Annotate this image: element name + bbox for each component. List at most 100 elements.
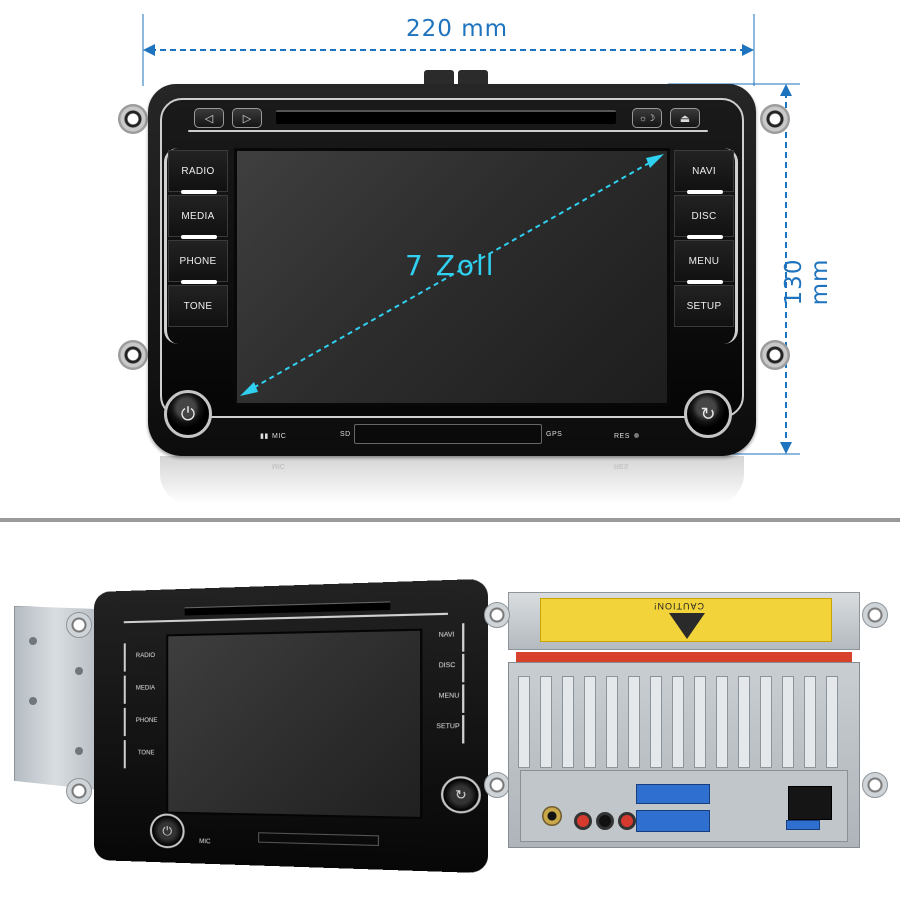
section-divider [0, 518, 900, 522]
angled-disc-label: DISC [439, 663, 456, 670]
angled-media-label: MEDIA [136, 685, 155, 691]
heatsink-fin [518, 676, 530, 768]
mount-ear-bottom-left [118, 340, 148, 370]
angled-nav-knob: ↻ [441, 776, 481, 814]
rear-mount-ear [484, 602, 510, 628]
rca-red-left [574, 812, 592, 830]
mount-ear-bottom-right [760, 340, 790, 370]
head-unit-angled: RADIO MEDIA PHONE TONE NAVI DISC MENU SE… [94, 579, 488, 874]
chrome-strip [188, 130, 708, 132]
radio-button[interactable]: RADIO [168, 150, 228, 192]
mount-ear-top-right [760, 104, 790, 134]
eject-button[interactable]: ⏏ [670, 108, 700, 128]
angled-mic-label: MIC [199, 839, 210, 845]
next-button[interactable]: ▷ [232, 108, 262, 128]
tone-button[interactable]: TONE [168, 285, 228, 327]
blue-connector-bottom [636, 810, 710, 832]
caution-sticker: CAUTION! [540, 598, 832, 642]
setup-button-label: SETUP [687, 301, 722, 312]
heatsink-fin [826, 676, 838, 768]
heatsink-fin [562, 676, 574, 768]
heatsink-fin [650, 676, 662, 768]
power-volume-knob[interactable]: ⏻ [164, 390, 212, 438]
reflection-mic: MIC [272, 462, 285, 469]
angled-screen [166, 629, 422, 820]
angled-navi-label: NAVI [439, 632, 455, 639]
gps-label: GPS [546, 431, 562, 438]
prev-button[interactable]: ◁ [194, 108, 224, 128]
rear-mount-ear [484, 772, 510, 798]
reflection-res: RES [614, 462, 628, 469]
angled-setup-label: SETUP [436, 724, 459, 731]
mic-icon: ▮▮ [260, 432, 269, 440]
blue-connector-small [786, 820, 820, 830]
disc-button-label: DISC [691, 211, 716, 222]
reflection [160, 456, 744, 504]
warning-triangle-icon [669, 613, 705, 639]
angled-phone-label: PHONE [136, 718, 158, 724]
angled-disc-slot [185, 601, 391, 615]
res-label: RES [614, 433, 630, 440]
side-mount-ear [66, 612, 92, 638]
button-divider [181, 235, 217, 239]
tone-button-label: TONE [184, 301, 213, 312]
heatsink-fin [782, 676, 794, 768]
rca-red-right [618, 812, 636, 830]
height-label: 130 mm [781, 237, 833, 327]
chassis-hole [29, 697, 37, 705]
button-divider [181, 280, 217, 284]
mount-ear-top-left [118, 104, 148, 134]
angled-sd-slot [258, 832, 379, 846]
head-unit-front: ◁ ▷ ☼☽ ⏏ RADIO MEDIA PHONE TONE NAVI DIS… [148, 84, 756, 456]
chassis-hole [75, 747, 83, 755]
rear-mount-ear [862, 772, 888, 798]
button-divider [687, 235, 723, 239]
disc-slot [276, 110, 616, 124]
button-divider [181, 190, 217, 194]
heatsink-fin [694, 676, 706, 768]
media-button-label: MEDIA [181, 211, 214, 222]
heatsink-fin [606, 676, 618, 768]
button-divider [687, 190, 723, 194]
chassis-hole [75, 667, 83, 675]
side-mount-ear [66, 778, 92, 804]
caution-text: CAUTION! [653, 601, 704, 611]
button-divider [687, 280, 723, 284]
menu-button[interactable]: MENU [674, 240, 734, 282]
reset-hole[interactable] [634, 433, 639, 438]
rca-black [596, 812, 614, 830]
disc-button[interactable]: DISC [674, 195, 734, 237]
brightness-button[interactable]: ☼☽ [632, 108, 662, 128]
angled-chrome-strip [124, 613, 448, 624]
angled-power-knob: ⏻ [150, 813, 185, 849]
phone-button[interactable]: PHONE [168, 240, 228, 282]
navigation-knob[interactable]: ↻ [684, 390, 732, 438]
rear-mount-ear [862, 602, 888, 628]
angled-radio-label: RADIO [136, 653, 155, 659]
heatsink-fin [584, 676, 596, 768]
heatsink-fin [716, 676, 728, 768]
heatsink-fin [540, 676, 552, 768]
phone-button-label: PHONE [179, 256, 216, 267]
heatsink-fin [804, 676, 816, 768]
heatsink-fin [738, 676, 750, 768]
antenna-socket [542, 806, 562, 826]
heatsink-fin [672, 676, 684, 768]
sd-label: SD [340, 431, 351, 438]
angled-menu-label: MENU [439, 693, 460, 700]
radio-button-label: RADIO [181, 166, 214, 177]
navi-button-label: NAVI [692, 166, 716, 177]
width-label: 220 mm [406, 16, 508, 42]
media-button[interactable]: MEDIA [168, 195, 228, 237]
black-connector [788, 786, 832, 820]
mic-label: MIC [272, 433, 286, 440]
menu-button-label: MENU [689, 256, 720, 267]
screen-size-label: 7 Zoll [405, 249, 496, 282]
display-screen[interactable]: 7 Zoll [234, 148, 670, 406]
sd-card-slot[interactable] [354, 424, 542, 444]
blue-connector-top [636, 784, 710, 804]
setup-button[interactable]: SETUP [674, 285, 734, 327]
heatsink-fin [628, 676, 640, 768]
angled-tone-label: TONE [138, 750, 155, 756]
navi-button[interactable]: NAVI [674, 150, 734, 192]
